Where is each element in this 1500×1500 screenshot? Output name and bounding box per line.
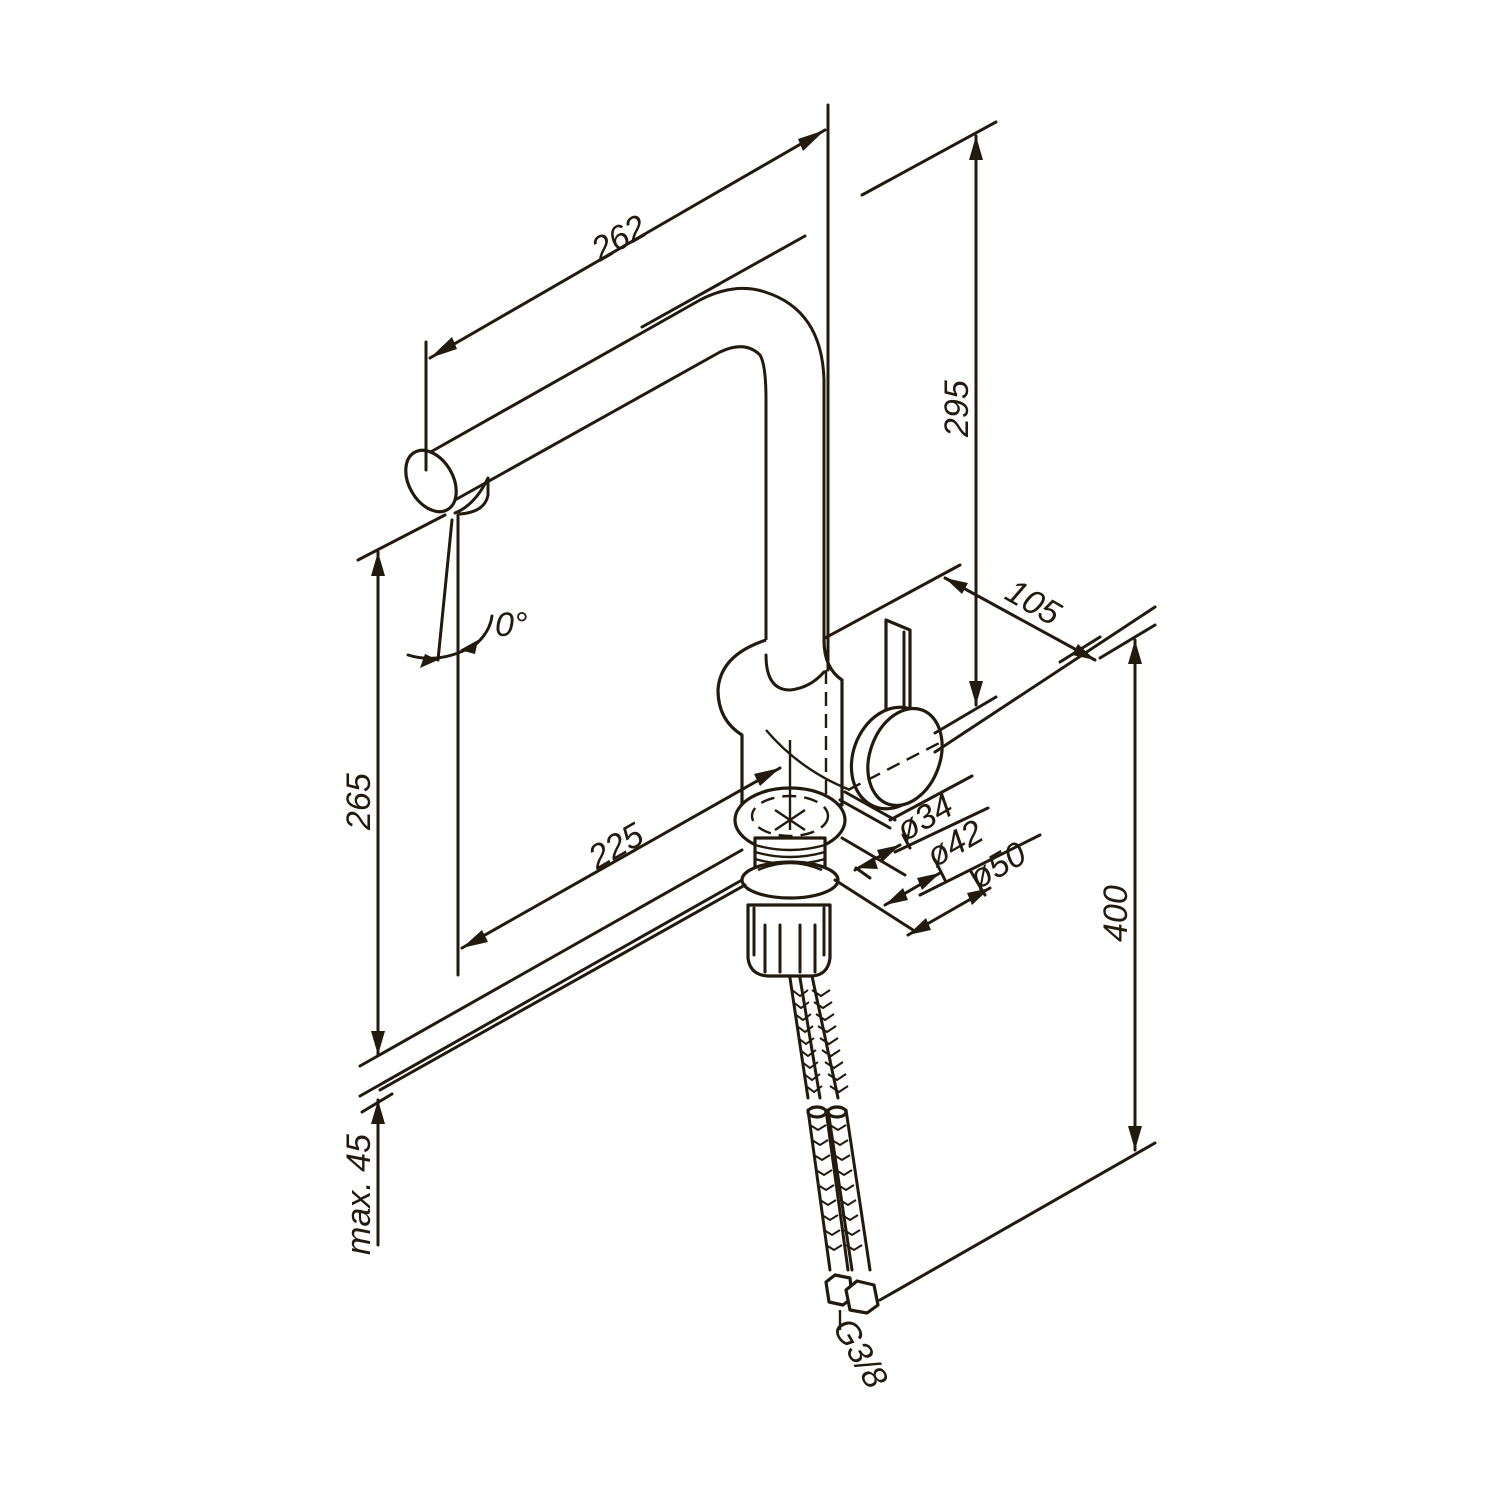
dimension-swivel-angle: 0° [406,513,528,977]
faucet-thread-shank [740,836,840,900]
faucet-spout [404,282,826,642]
dim-label-295: 295 [938,380,976,438]
faucet-body [716,638,851,807]
dim-label-angle: 0° [495,606,528,644]
dimension-max45: max. 45 [340,1092,394,1255]
dim-label-105: 105 [999,572,1067,633]
dim-label-400: 400 [1097,885,1135,942]
dim-label-225: 225 [581,816,650,878]
faucet-base-flange [733,740,847,854]
dimension-225: 225 [358,766,782,1098]
dim-label-max45: max. 45 [340,1134,378,1255]
dimension-295: 295 [860,120,998,735]
faucet-lever [847,618,946,811]
faucet-mounting-nut [746,903,832,978]
dim-label-g38: G3/8 [825,1312,895,1395]
dimension-262: 262 [424,103,830,672]
dim-label-262: 262 [584,208,653,270]
dimension-thread: G3/8 [825,1312,895,1395]
dimension-265: 265 [340,513,447,1057]
supply-hoses [788,974,880,1330]
dimension-400: 400 [878,623,1157,1302]
dim-label-265: 265 [340,773,378,831]
